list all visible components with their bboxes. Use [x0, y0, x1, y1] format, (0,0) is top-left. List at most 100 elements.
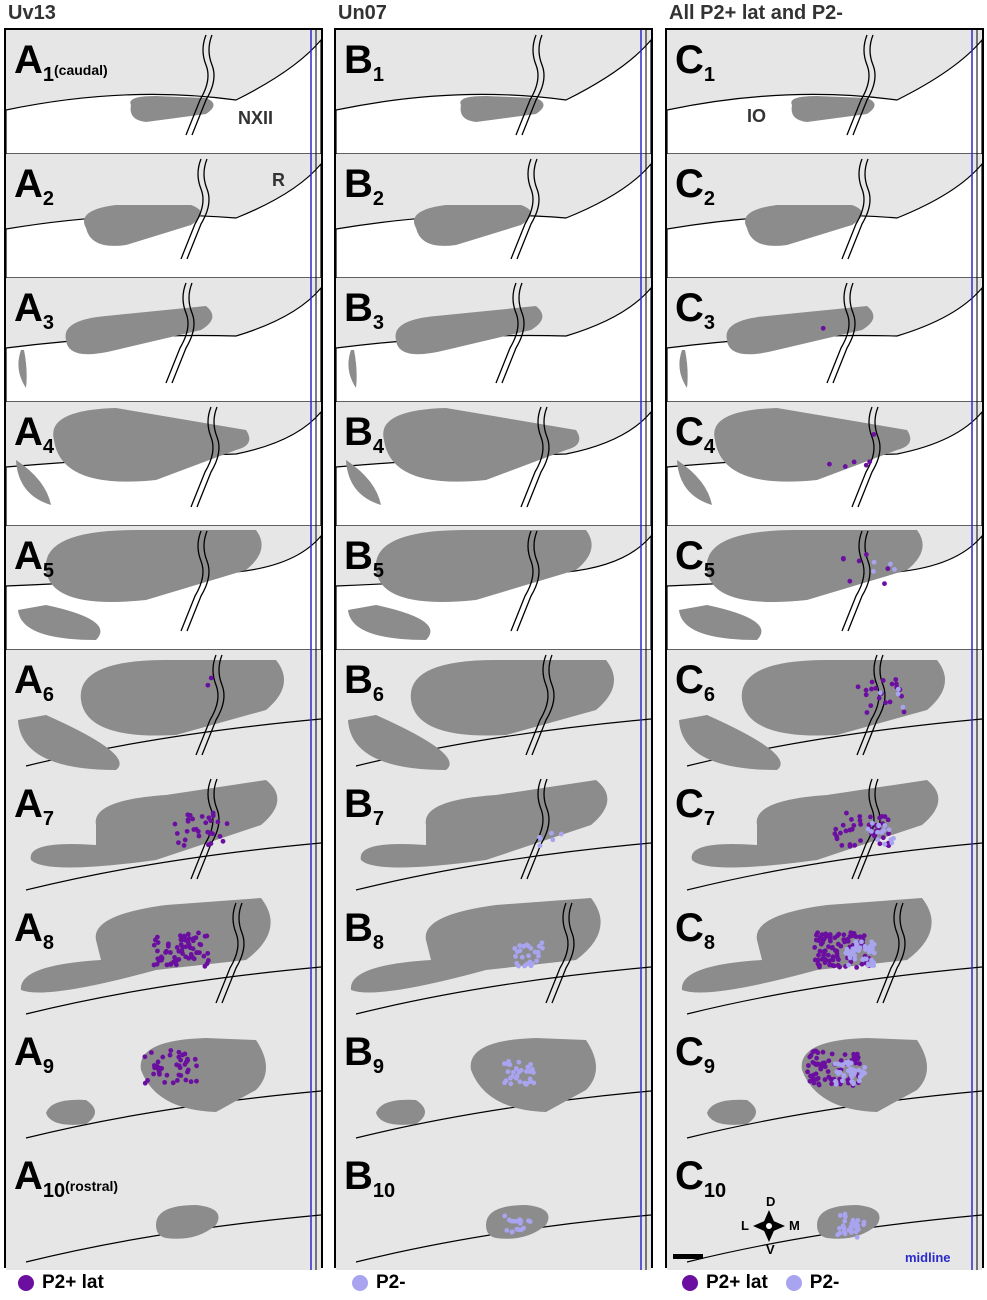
p2plus-cell — [899, 693, 904, 699]
nerve-fiber — [857, 406, 881, 508]
p2minus-cell — [842, 1211, 848, 1217]
panel-number: 8 — [42, 932, 55, 954]
panel-number: 9 — [42, 1056, 55, 1078]
inferior-olive-shape — [16, 460, 51, 505]
panel-letter: A — [14, 38, 43, 82]
compass-l-label: L — [741, 1218, 749, 1233]
panel-letter: B — [344, 286, 373, 330]
panel-label: C7 — [675, 784, 715, 831]
panel-label: B4 — [344, 412, 384, 459]
panel-letter: C — [675, 286, 704, 330]
p2minus-cell — [524, 961, 530, 967]
p2plus-cell — [839, 842, 845, 848]
nerve-fiber — [841, 158, 865, 260]
p2plus-cell — [151, 962, 157, 968]
p2minus-cell — [539, 940, 545, 946]
p2minus-cell — [517, 943, 523, 948]
p2minus-cell — [536, 943, 542, 949]
p2plus-cell — [887, 699, 893, 705]
legend-p2minus-label: P2- — [809, 1272, 840, 1293]
panel-label: A8 — [14, 908, 54, 955]
p2minus-cell — [550, 837, 556, 843]
p2plus-cell — [889, 681, 895, 687]
panel-letter: B — [344, 658, 373, 702]
panel-letter: B — [344, 906, 373, 950]
p2plus-cell — [857, 1061, 862, 1067]
p2minus-cell — [852, 1221, 858, 1227]
inferior-olive-shape — [677, 460, 712, 505]
nerve-fiber — [186, 530, 210, 632]
compass-d-label: D — [766, 1194, 776, 1209]
p2minus-cell — [869, 820, 875, 826]
section-panel: A7 — [6, 774, 321, 898]
inferior-olive-shape — [30, 780, 278, 868]
p2plus-cell — [901, 709, 907, 715]
p2plus-cell — [208, 841, 214, 846]
panel-number: 5 — [372, 560, 385, 582]
p2plus-cell — [821, 952, 826, 958]
p2minus-cell — [837, 1213, 843, 1218]
p2minus-cell — [870, 568, 876, 574]
p2plus-cell — [893, 681, 899, 687]
inferior-olive-shape — [348, 605, 431, 640]
p2plus-cell — [863, 687, 869, 693]
inferior-olive-shape — [817, 1205, 880, 1239]
p2plus-cell — [174, 1062, 180, 1068]
p2minus-cell — [549, 830, 554, 836]
p2minus-cell — [852, 948, 857, 954]
p2plus-cell — [151, 942, 157, 948]
p2plus-cell — [205, 829, 211, 835]
p2plus-cell — [847, 843, 853, 849]
section-panel: C2 — [667, 154, 982, 278]
section-panel: C4 — [667, 402, 982, 526]
inferior-olive-shape — [53, 408, 250, 482]
panel-letter: A — [14, 782, 43, 826]
p2plus-cell — [825, 952, 831, 958]
inferior-olive-shape — [84, 205, 201, 246]
panel-letter: B — [344, 534, 373, 578]
panel-label: A7 — [14, 784, 54, 831]
section-drawing — [6, 1146, 321, 1270]
panel-label: C8 — [675, 908, 715, 955]
panel-number: 10 — [703, 1180, 727, 1202]
p2plus-cell — [842, 464, 848, 469]
p2plus-cell — [162, 1079, 168, 1085]
p2plus-cell — [843, 828, 849, 834]
p2plus-cell — [185, 818, 191, 824]
p2plus-cell — [155, 1059, 161, 1065]
p2plus-cell — [838, 1058, 844, 1063]
section-panel: C9 — [667, 1022, 982, 1146]
nerve-fiber — [186, 158, 210, 260]
inferior-olive-shape — [20, 898, 271, 993]
section-drawing — [6, 898, 321, 1022]
p2plus-cell — [812, 1048, 818, 1054]
p2plus-cell — [832, 831, 838, 837]
nerve-fiber — [180, 530, 204, 632]
panel-note: (rostral) — [65, 1178, 119, 1194]
p2plus-cell — [852, 842, 858, 848]
p2plus-cell — [849, 817, 854, 822]
p2minus-cell — [846, 951, 852, 957]
p2minus-cell — [857, 1074, 863, 1080]
nerve-fiber — [190, 778, 214, 880]
p2plus-cell — [845, 1077, 851, 1083]
p2plus-cell — [203, 820, 209, 826]
p2plus-cell — [840, 555, 846, 561]
p2minus-cell — [525, 943, 531, 949]
p2plus-cell — [185, 1069, 190, 1075]
p2minus-cell — [509, 1229, 515, 1235]
p2plus-cell — [863, 692, 869, 698]
section-panel: B7 — [336, 774, 651, 898]
p2plus-cell — [816, 1081, 822, 1087]
p2plus-cell — [154, 934, 160, 940]
panel-number: 9 — [372, 1056, 385, 1078]
section-panel: B10 — [336, 1146, 651, 1270]
p2minus-dot-icon — [785, 1275, 802, 1291]
nerve-fiber — [185, 34, 209, 136]
p2plus-cell — [836, 957, 841, 963]
p2plus-cell — [842, 1052, 848, 1057]
panel-letter: B — [344, 38, 373, 82]
nerve-fiber — [165, 282, 189, 384]
p2plus-cell — [176, 1049, 182, 1055]
